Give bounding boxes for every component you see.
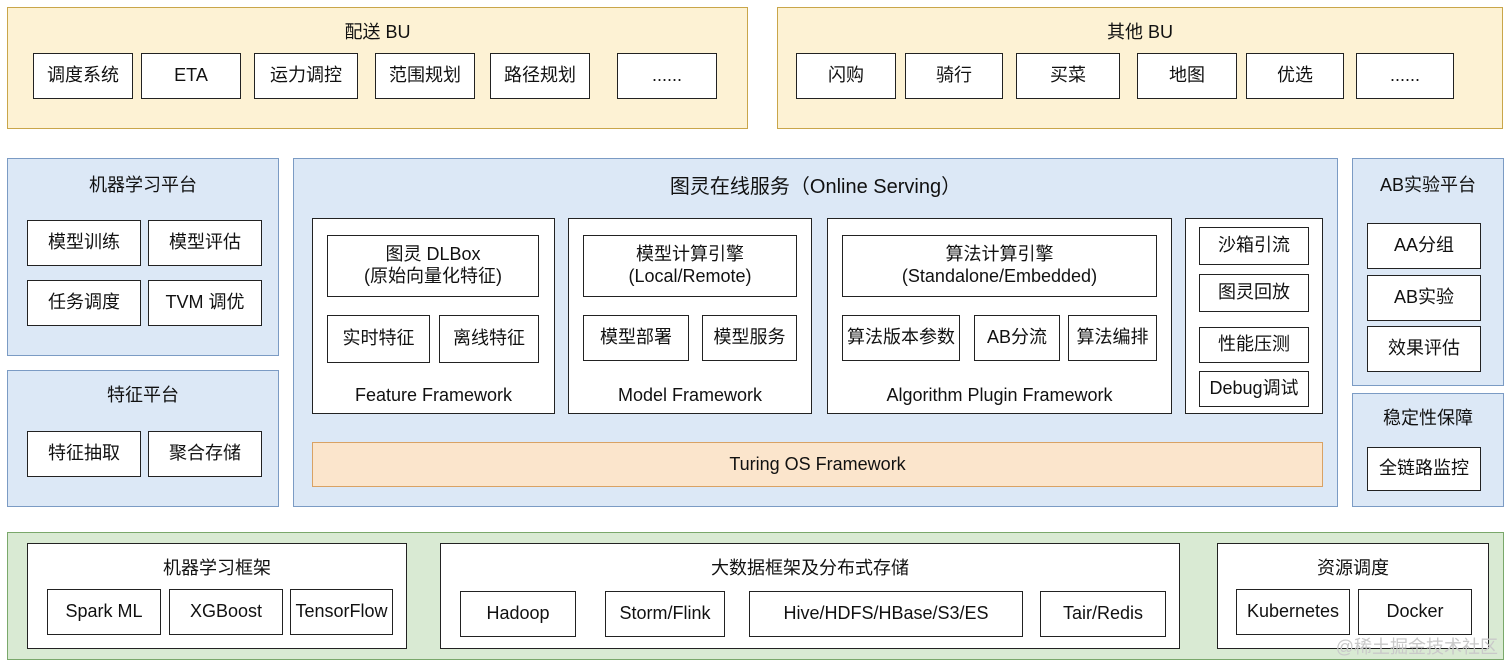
algorithm-framework-label: Algorithm Plugin Framework <box>886 385 1113 405</box>
debug-box: Debug调试 <box>1199 371 1309 407</box>
algorithm-orchestration-box: 算法编排 <box>1068 315 1157 361</box>
resource-scheduling: 资源调度 Kubernetes Docker <box>1217 543 1489 649</box>
model-service-box: 模型服务 <box>702 315 797 361</box>
other-item-more: ...... <box>1356 53 1454 99</box>
stability-title: 稳定性保障 <box>1383 408 1473 428</box>
other-item-grocery: 买菜 <box>1016 53 1120 99</box>
algorithm-engine-box: 算法计算引擎 (Standalone/Embedded) <box>842 235 1157 297</box>
tools-panel: 沙箱引流 图灵回放 性能压测 Debug调试 <box>1185 218 1323 414</box>
other-item-ride: 骑行 <box>905 53 1003 99</box>
kubernetes-box: Kubernetes <box>1236 589 1350 635</box>
delivery-item-eta: ETA <box>141 53 241 99</box>
big-data-frameworks: 大数据框架及分布式存储 Hadoop Storm/Flink Hive/HDFS… <box>440 543 1180 649</box>
other-bu-title: 其他 BU <box>1106 22 1173 42</box>
feature-framework: 图灵 DLBox (原始向量化特征) 实时特征 离线特征 Feature Fra… <box>312 218 555 414</box>
algorithm-version-box: 算法版本参数 <box>842 315 960 361</box>
other-bu-region: 其他 BU 闪购 骑行 买菜 地图 优选 ...... <box>777 7 1503 129</box>
tair-redis-box: Tair/Redis <box>1040 591 1166 637</box>
delivery-bu-title: 配送 BU <box>344 22 411 42</box>
effect-eval-box: 效果评估 <box>1367 326 1481 372</box>
model-framework: 模型计算引擎 (Local/Remote) 模型部署 模型服务 Model Fr… <box>568 218 812 414</box>
model-framework-label: Model Framework <box>617 385 763 405</box>
docker-box: Docker <box>1358 589 1472 635</box>
ml-platform-region: 机器学习平台 模型训练 模型评估 任务调度 TVM 调优 <box>7 158 279 356</box>
stability-region: 稳定性保障 全链路监控 <box>1352 393 1504 507</box>
ml-frameworks: 机器学习框架 Spark ML XGBoost TensorFlow <box>27 543 407 649</box>
ml-item-scheduling: 任务调度 <box>27 280 141 326</box>
resource-scheduling-title: 资源调度 <box>1317 558 1389 578</box>
realtime-feature-box: 实时特征 <box>327 315 430 363</box>
tensorflow-box: TensorFlow <box>290 589 393 635</box>
delivery-item-route: 路径规划 <box>490 53 590 99</box>
ml-item-evaluation: 模型评估 <box>148 220 262 266</box>
ml-platform-title: 机器学习平台 <box>89 175 197 195</box>
aa-group-box: AA分组 <box>1367 223 1481 269</box>
xgboost-box: XGBoost <box>169 589 283 635</box>
ml-item-tvm: TVM 调优 <box>148 280 262 326</box>
turing-os-framework: Turing OS Framework <box>312 442 1323 487</box>
feature-platform-region: 特征平台 特征抽取 聚合存储 <box>7 370 279 507</box>
full-link-monitor-box: 全链路监控 <box>1367 447 1481 491</box>
perf-test-box: 性能压测 <box>1199 327 1309 363</box>
delivery-item-dispatch: 调度系统 <box>33 53 133 99</box>
infrastructure-region: 机器学习框架 Spark ML XGBoost TensorFlow 大数据框架… <box>7 532 1504 660</box>
model-engine-box: 模型计算引擎 (Local/Remote) <box>583 235 797 297</box>
ab-platform-region: AB实验平台 AA分组 AB实验 效果评估 <box>1352 158 1504 386</box>
delivery-item-more: ...... <box>617 53 717 99</box>
online-serving-region: 图灵在线服务（Online Serving） 图灵 DLBox (原始向量化特征… <box>293 158 1338 507</box>
storm-flink-box: Storm/Flink <box>605 591 725 637</box>
algorithm-framework: 算法计算引擎 (Standalone/Embedded) 算法版本参数 AB分流… <box>827 218 1172 414</box>
dlbox-box: 图灵 DLBox (原始向量化特征) <box>327 235 539 297</box>
feature-framework-label: Feature Framework <box>354 385 513 405</box>
ml-item-training: 模型训练 <box>27 220 141 266</box>
watermark-text: @稀土掘金技术社区 <box>1335 637 1498 657</box>
hadoop-box: Hadoop <box>460 591 576 637</box>
feature-platform-title: 特征平台 <box>107 385 179 405</box>
feature-item-storage: 聚合存储 <box>148 431 262 477</box>
big-data-title: 大数据框架及分布式存储 <box>711 558 909 578</box>
online-serving-title: 图灵在线服务（Online Serving） <box>669 176 962 198</box>
delivery-item-range: 范围规划 <box>375 53 475 99</box>
delivery-bu-region: 配送 BU 调度系统 ETA 运力调控 范围规划 路径规划 ...... <box>7 7 748 129</box>
other-item-flash: 闪购 <box>796 53 896 99</box>
ab-split-box: AB分流 <box>974 315 1060 361</box>
model-deploy-box: 模型部署 <box>583 315 689 361</box>
ab-platform-title: AB实验平台 <box>1379 175 1476 195</box>
turing-replay-box: 图灵回放 <box>1199 274 1309 312</box>
other-item-map: 地图 <box>1137 53 1237 99</box>
offline-feature-box: 离线特征 <box>439 315 539 363</box>
delivery-item-capacity: 运力调控 <box>254 53 358 99</box>
ml-frameworks-title: 机器学习框架 <box>163 558 271 578</box>
spark-ml-box: Spark ML <box>47 589 161 635</box>
other-item-select: 优选 <box>1246 53 1344 99</box>
sandbox-traffic-box: 沙箱引流 <box>1199 227 1309 265</box>
ab-experiment-box: AB实验 <box>1367 275 1481 321</box>
feature-item-extract: 特征抽取 <box>27 431 141 477</box>
hive-hdfs-box: Hive/HDFS/HBase/S3/ES <box>749 591 1023 637</box>
